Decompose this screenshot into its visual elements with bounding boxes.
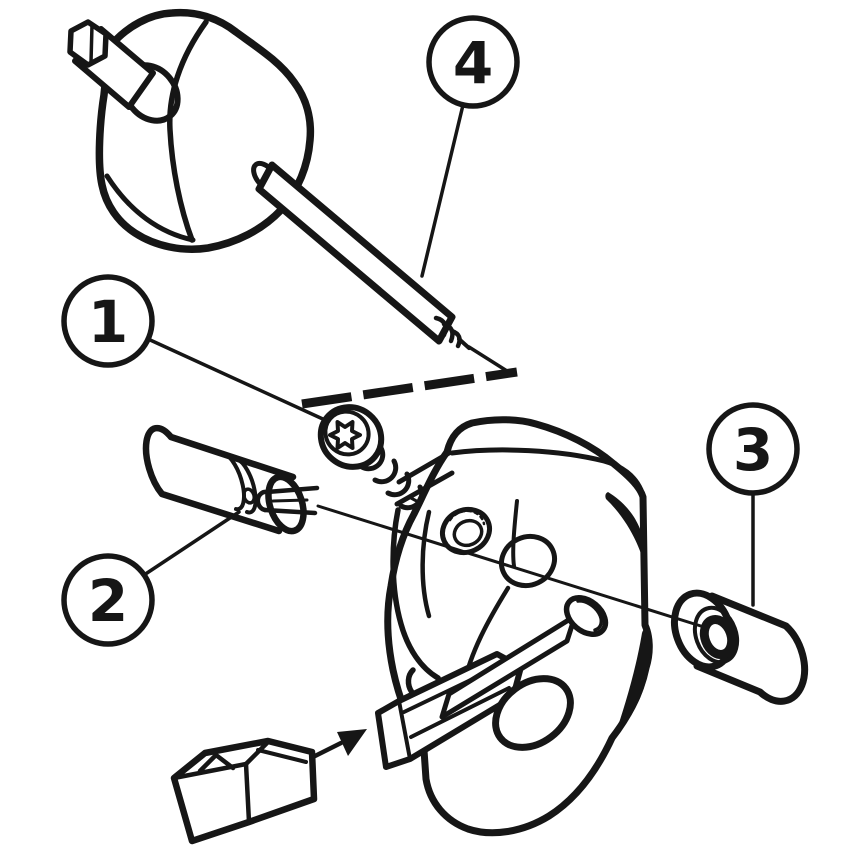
balloon-2-circle [61, 553, 155, 647]
screw-head-chamfer [323, 409, 371, 457]
leader-line-4 [420, 103, 465, 278]
body-mount-hole [492, 675, 574, 751]
key-shaft [255, 161, 456, 345]
insert-notch [197, 752, 236, 774]
key-hex-pin-face [67, 19, 109, 68]
clamp-rod [439, 613, 578, 720]
screw-thread-coil [359, 445, 425, 511]
stud-pin-inner-arc [576, 599, 604, 632]
stop-pin [670, 589, 809, 705]
screw-hole-counterbore [440, 506, 492, 556]
key-knob-body [95, 8, 315, 253]
torx-socket-icon [328, 420, 362, 450]
body-scallop-upper [605, 492, 646, 566]
arrow-head-icon [337, 729, 367, 756]
locking-pin-step-1 [222, 452, 246, 512]
seat-slot-bottom-line [409, 686, 511, 739]
cutter-body [375, 416, 653, 837]
insert-outline [170, 737, 318, 845]
pin-slot-floor [271, 498, 309, 503]
stop-pin-hole [699, 615, 737, 659]
clamp-arm-inner [420, 509, 432, 619]
body-outline [384, 416, 653, 837]
key-knob-face-line [167, 19, 209, 243]
key-tip-pointer-line [467, 345, 509, 373]
key-knob-lower-line [104, 173, 196, 243]
locking-pin [142, 424, 320, 535]
balloon-3: 3 [706, 402, 800, 496]
insert-groove-line [256, 748, 308, 764]
pin-slot-arc [255, 489, 270, 513]
insert-corner-edge [243, 739, 271, 767]
cutting-insert [170, 737, 318, 845]
key-hex-facet-line [89, 23, 94, 64]
body-wedge-line-2 [394, 470, 455, 507]
balloon-4: 4 [426, 15, 520, 109]
torque-key [67, 8, 509, 373]
leader-line-1 [146, 337, 327, 422]
body-wedge-line-1 [396, 450, 452, 485]
balloon-2-label: 2 [88, 567, 128, 635]
pin-slot-bottom [262, 507, 318, 516]
body-top-chamfer-line [449, 447, 644, 493]
dashed-axis-line [301, 367, 518, 409]
balloon-3-circle [706, 402, 800, 496]
screw-hole-dotted-arc [448, 509, 486, 526]
screw-hole-inner [452, 518, 484, 548]
pin-side-hole [242, 487, 256, 505]
balloon-1-circle [61, 274, 155, 368]
arrow-tail [310, 740, 344, 760]
balloon-3-label: 3 [733, 416, 773, 484]
key-tip-thread-3 [449, 328, 462, 349]
screw-head-outer [317, 404, 385, 470]
stop-pin-counterbore [692, 605, 740, 665]
balloon-4-circle [426, 15, 520, 109]
balloon-1-label: 1 [88, 288, 128, 356]
leader-line-2 [142, 510, 241, 577]
balloon-1: 1 [61, 274, 155, 368]
clamp-arm-outer [390, 507, 441, 681]
seat-bar-end-edge [397, 699, 412, 761]
insert-front-right-edge [243, 761, 252, 825]
assembly-axis-line [316, 504, 706, 629]
body-boss [499, 533, 557, 589]
balloon-4-label: 4 [453, 29, 493, 97]
body-scallop-lower [614, 629, 650, 738]
balloon-2: 2 [61, 553, 155, 647]
insertion-arrow [310, 729, 367, 760]
pin-slot-top [264, 485, 320, 495]
locking-pin-step-2 [235, 457, 258, 515]
